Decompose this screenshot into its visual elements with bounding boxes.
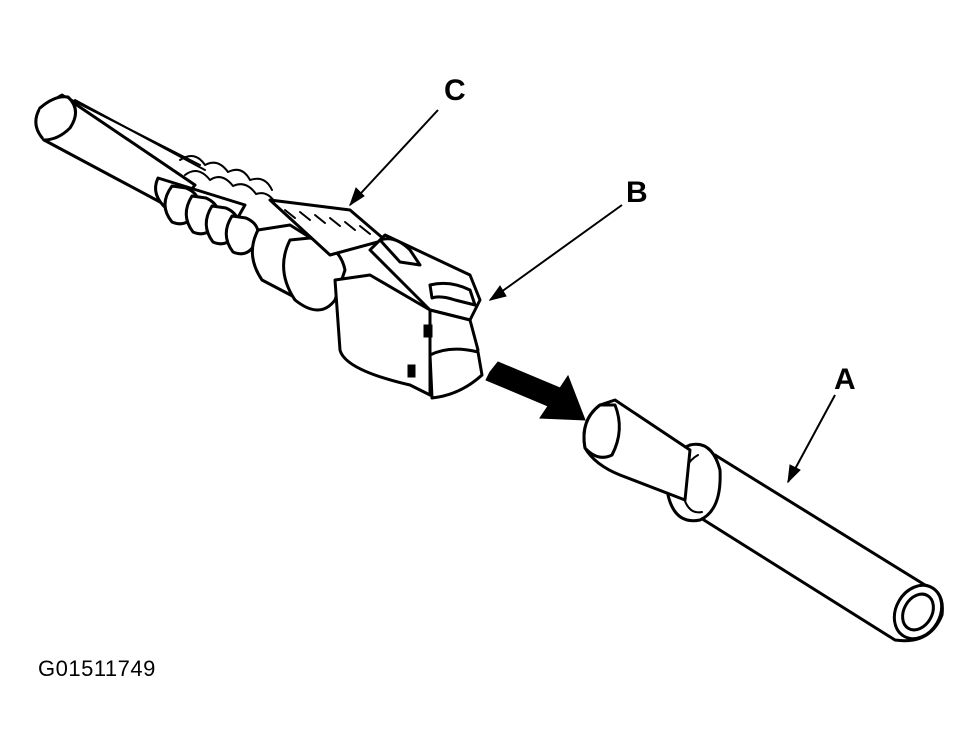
direction-arrow [485,361,586,421]
callout-leaders [349,109,836,484]
figure-id: G01511749 [38,656,156,681]
label-a: A [834,363,856,396]
label-b: B [626,176,648,209]
fuel-pipe [582,398,944,643]
label-c: C [444,74,466,107]
connector-assembly [34,93,484,400]
